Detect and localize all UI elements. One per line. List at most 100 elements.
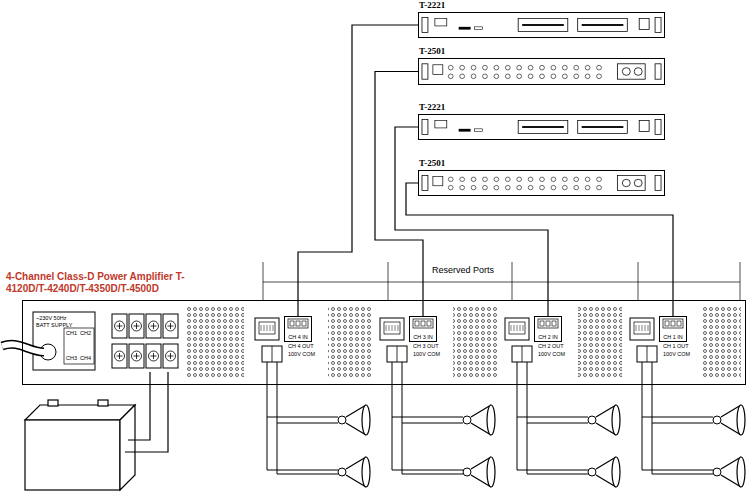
channel-modules [384,322,400,334]
horn-speakers [267,362,338,474]
rack-device-front [422,18,428,33]
horn-speakers [392,362,463,474]
speaker-terminals [115,321,125,331]
rack-device-front [582,24,624,26]
speaker-terminals [112,314,127,338]
rack-device-front [518,121,568,134]
speaker-terminals [166,351,176,361]
rack-device-front [639,121,649,132]
rack-device-front [617,176,645,191]
signal-cable [406,183,673,316]
power-inlet [64,328,94,364]
vent-grille [186,306,741,378]
rack-device-front [475,129,483,132]
speaker-terminals [146,344,161,368]
rack-device-front [528,74,533,79]
rack-device-front [419,115,664,139]
rack-device-front [435,19,447,26]
channel-modules [637,346,657,362]
panel-label: CH 4 OUT [288,343,314,349]
rack-device-front [540,185,545,189]
vent-grille [578,306,622,378]
bracket-label: Reserved Ports [432,266,494,276]
rack-device-front [585,65,590,70]
rack-device-front [617,64,645,79]
channel-modules [505,318,529,340]
speaker-terminals [117,353,123,359]
channel-modules [636,325,648,331]
channel-modules [380,318,404,340]
rack-device-front [597,65,602,70]
panel-label: 100V COM [538,351,565,357]
channel-modules [397,346,398,362]
speaker-terminals [166,321,176,331]
terminal-block [302,321,306,326]
rack-device-front [494,74,499,79]
rack-device-front [471,185,476,189]
rack-device-front [422,64,428,79]
terminal-block [421,321,425,326]
battery [25,420,120,490]
rack-device-front [448,65,453,70]
terminal-block [552,321,556,326]
battery [98,400,108,406]
speaker-terminals [168,323,174,329]
rack-device-front [655,18,661,33]
horn-speakers [338,457,370,487]
rack-device-front [597,74,602,79]
rack-device-front [517,65,522,70]
channel-modules [387,346,407,362]
power-inlet [2,312,95,370]
channel-modules [509,322,525,334]
battery [48,400,58,406]
rack-device-front [574,65,579,70]
channel-modules [261,325,273,331]
speaker-terminals [149,351,159,361]
amplifier-title: 4-Channel Class-D Power Amplifier T-4120… [6,271,211,295]
terminal-label: CH 1 IN [660,334,686,340]
cd-player: T-2221 [418,12,665,38]
rack-device-front [433,177,443,186]
rack-device-front [471,74,476,79]
horn-speakers [267,362,745,487]
vent-grille [186,306,244,378]
rack-device-front [540,74,545,79]
rack-device-front [494,185,499,189]
input-terminal: CH 4 IN [284,316,312,342]
rack-device-front [551,65,556,70]
rack-device-front [655,64,661,79]
terminal-block [540,321,544,326]
rack-device-front [562,65,567,70]
speaker-terminals [112,344,127,368]
rack-device-front [585,185,590,189]
speaker-terminals [134,323,140,329]
panel-label: CH4 [80,355,91,361]
mixer-amplifier: T-2501 [418,170,665,196]
rack-device-front [597,185,602,189]
vent-grille [453,306,497,378]
rack-device-front [551,74,556,79]
vent-grille [328,306,372,378]
cd-player: T-2221 [418,114,665,140]
rack-device-front [448,74,453,79]
panel-label: 100V COM [288,351,315,357]
rack-device-front [494,177,499,181]
horn-speakers [338,405,370,435]
horn-speakers [713,457,745,487]
speaker-terminals [134,353,140,359]
rack-device-front [585,177,590,181]
panel-label: CH 2 OUT [538,343,564,349]
rack-device-front [471,65,476,70]
rack-device-front [597,177,602,181]
panel-label: CH1 [66,330,77,336]
rack-device-front [433,65,443,75]
rack-device-front [460,65,465,70]
power-inlet [2,344,44,352]
rack-device-front [459,27,471,30]
reserved-ports-bracket [263,282,740,283]
panel-label: CH 1 OUT [663,343,689,349]
rack-device-front [655,120,661,135]
rack-device-front [634,179,642,186]
device-label: T-2221 [419,0,445,10]
terminal-block [677,321,681,326]
